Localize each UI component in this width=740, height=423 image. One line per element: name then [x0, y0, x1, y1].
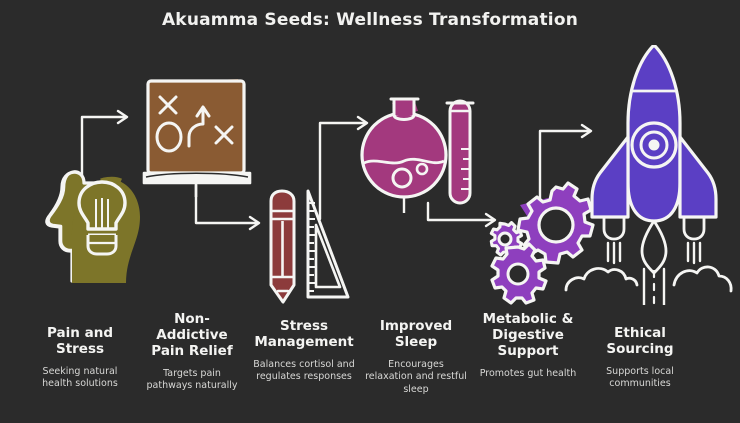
step-label-improved-sleep: Improved Sleep Encourages relaxation and…: [360, 312, 472, 395]
step-description: Balances cortisol and regulates response…: [253, 358, 355, 383]
step-description: Encourages relaxation and restful sleep: [365, 358, 467, 395]
step-description: Promotes gut health: [479, 367, 577, 379]
step-title: Ethical Sourcing: [606, 325, 674, 357]
step-title: Pain and Stress: [47, 325, 113, 357]
step-title: Improved Sleep: [379, 318, 453, 350]
flask-test-tube-icon: [360, 97, 475, 213]
step-title: Stress Management: [254, 318, 354, 350]
rocket-launch-icon: [564, 45, 733, 305]
step-labels-row: Pain and Stress Seeking natural health s…: [0, 311, 740, 423]
step-title: Metabolic & Digestive Support: [482, 311, 574, 359]
strategy-board-icon: [142, 79, 252, 197]
arrow-step5-to-step6: [538, 123, 593, 215]
step-title: Non-Addictive Pain Relief: [151, 311, 233, 359]
head-lightbulb-icon: [45, 170, 140, 283]
page-title: Akuamma Seeds: Wellness Transformation: [161, 10, 579, 30]
step-description: Supports local communities: [606, 365, 674, 390]
step-label-metabolic-digestive-support: Metabolic & Digestive Support Promotes g…: [472, 311, 584, 380]
step-description: Seeking natural health solutions: [42, 365, 118, 390]
arrow-step2-to-step3: [194, 183, 261, 231]
step-label-pain-and-stress: Pain and Stress Seeking natural health s…: [24, 312, 136, 389]
step-label-stress-management: Stress Management Balances cortisol and …: [248, 312, 360, 382]
pencil-ruler-icon: [269, 189, 350, 304]
arrow-step1-to-step2: [80, 109, 129, 182]
step-description: Targets pain pathways naturally: [146, 367, 238, 392]
step-label-ethical-sourcing: Ethical Sourcing Supports local communit…: [584, 312, 696, 389]
arrow-step4-to-step5: [426, 201, 497, 228]
arrow-step3-to-step4: [318, 115, 369, 221]
icon-flow-diagram: [0, 45, 740, 305]
gears-icon: [489, 181, 595, 305]
step-label-non-addictive-pain-relief: Non-Addictive Pain Relief Targets pain p…: [136, 311, 248, 393]
